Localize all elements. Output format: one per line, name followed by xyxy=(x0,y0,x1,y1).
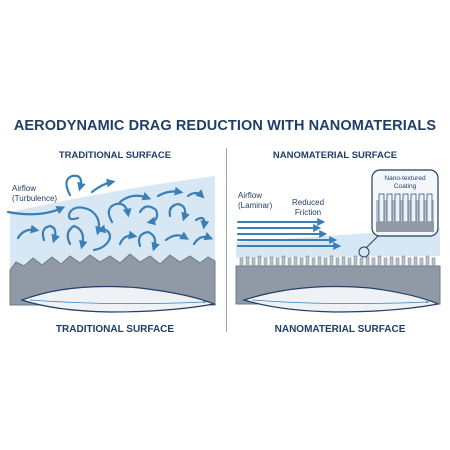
right-heading: NANOMATERIAL SURFACE xyxy=(272,150,398,161)
zoom-inset xyxy=(371,169,439,237)
page-title: AERODYNAMIC DRAG REDUCTION WITH NANOMATE… xyxy=(13,118,437,134)
nano-pillars xyxy=(239,255,436,267)
right-airfoil xyxy=(241,285,441,313)
left-airfoil xyxy=(20,285,217,313)
right-caption: NANOMATERIAL SURFACE xyxy=(274,324,406,335)
turbulent-air-region xyxy=(10,176,215,270)
panel-divider xyxy=(226,148,227,332)
laminar-arrows xyxy=(237,218,342,250)
left-caption: TRADITIONAL SURFACE xyxy=(55,324,175,335)
left-heading: TRADITIONAL SURFACE xyxy=(58,150,172,161)
friction-label: Reduced Friction xyxy=(292,198,325,217)
right-airflow-label: Airflow (Laminar) xyxy=(238,191,273,210)
turbulence-arrows xyxy=(6,174,214,252)
zoom-circle xyxy=(358,246,370,258)
left-airflow-label: Airflow (Turbulence) xyxy=(12,184,58,203)
coating-label: Nano-textured Coating xyxy=(384,175,426,190)
